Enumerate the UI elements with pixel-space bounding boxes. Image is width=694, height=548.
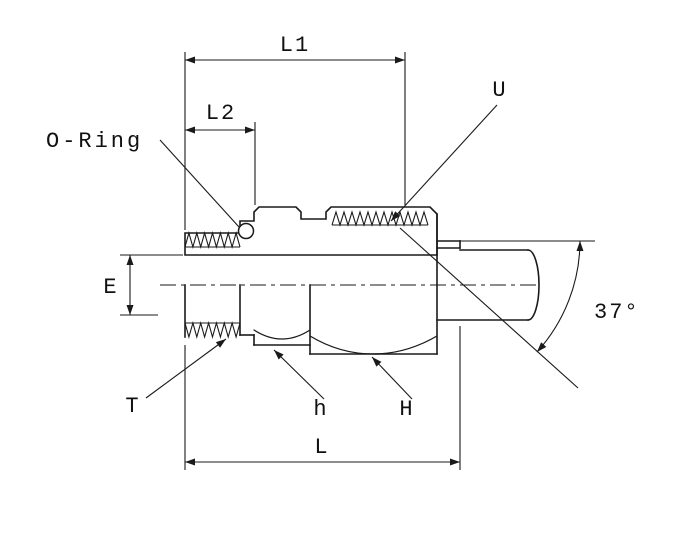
angle-arc	[536, 240, 584, 353]
body-cross-section	[184, 206, 461, 256]
male-thread-section	[184, 230, 241, 250]
oring-circle	[237, 222, 255, 240]
flange	[239, 284, 255, 346]
dimension-l: L	[184, 326, 461, 470]
u-callout: U	[390, 78, 507, 222]
label-e: E	[103, 275, 118, 300]
oring-callout: O-Ring	[46, 129, 240, 228]
label-t: T	[125, 394, 140, 419]
flare-angle-callout: 37°	[399, 227, 640, 389]
sleeve	[436, 240, 461, 249]
label-37-degrees: 37°	[594, 300, 640, 325]
label-l1: L1	[280, 33, 310, 58]
section-silhouette	[184, 206, 438, 256]
label-u: U	[492, 78, 507, 103]
hex-small-callout: h	[273, 349, 328, 422]
u-leader-line	[390, 104, 498, 222]
t-leader-line	[145, 338, 227, 399]
h-leader-line	[273, 349, 325, 400]
label-h-small: h	[313, 397, 328, 422]
hex-large-callout: H	[371, 356, 414, 422]
dimension-l2: L2	[185, 101, 256, 205]
oring-leader-line	[159, 139, 240, 228]
dimension-l1: L1	[184, 33, 406, 230]
hex-small	[253, 284, 311, 355]
male-thread-external	[184, 284, 241, 340]
dimension-e: E	[103, 254, 183, 316]
angle-flare-line	[399, 227, 579, 389]
label-h-large: H	[399, 397, 414, 422]
label-oring: O-Ring	[46, 129, 143, 154]
label-l2: L2	[206, 101, 236, 126]
body-external-view	[184, 213, 540, 355]
H-leader-line	[371, 356, 413, 400]
label-l: L	[314, 435, 329, 460]
t-callout: T	[125, 338, 227, 419]
nut-thread-section	[331, 210, 429, 227]
hex-large	[309, 213, 438, 355]
